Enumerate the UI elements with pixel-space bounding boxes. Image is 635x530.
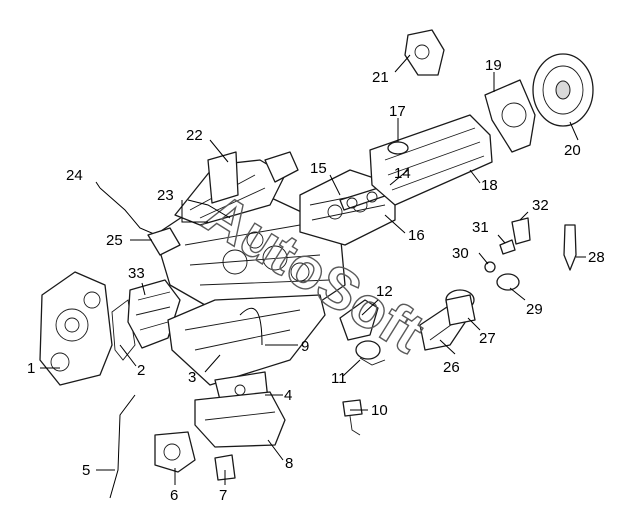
- valve-cover: [369, 114, 493, 206]
- callout-15: 15: [310, 160, 327, 177]
- callout-29: 29: [526, 301, 543, 318]
- callout-9: 9: [301, 338, 309, 355]
- throttle-body: [445, 289, 476, 326]
- knock-sensor: [342, 399, 363, 436]
- callout-24: 24: [66, 167, 83, 184]
- cam-sensor-bracket: [339, 299, 379, 341]
- callout-4: 4: [284, 387, 292, 404]
- callout-7: 7: [219, 487, 227, 504]
- glow-plug: [563, 224, 577, 271]
- fuel-pump: [404, 29, 445, 76]
- callout-10: 10: [371, 402, 388, 419]
- callout-12: 12: [376, 283, 393, 300]
- callout-25: 25: [106, 232, 123, 249]
- callout-20: 20: [564, 142, 581, 159]
- callout-32: 32: [532, 197, 549, 214]
- callout-33: 33: [128, 265, 145, 282]
- rear-seal-housing: [484, 79, 536, 153]
- engine-mount: [214, 454, 236, 481]
- callout-27: 27: [479, 330, 496, 347]
- intake-manifold: [174, 151, 299, 226]
- callout-14: 14: [394, 165, 411, 182]
- callout-23: 23: [157, 187, 174, 204]
- callout-16: 16: [408, 227, 425, 244]
- timing-cover-gasket: [111, 299, 136, 361]
- thermostat-housing: [147, 227, 181, 256]
- callout-22: 22: [186, 127, 203, 144]
- crankshaft-position-sensor: [355, 340, 386, 366]
- oil-pressure-switch: [484, 261, 496, 273]
- leader-lines: [40, 54, 586, 485]
- oil-tube: [239, 307, 263, 346]
- callout-1: 1: [27, 360, 35, 377]
- callout-labels: 1 2 3 4 5 6 7 8 9 10 11 12 14 15 16 17 1…: [27, 57, 605, 504]
- callout-8: 8: [285, 455, 293, 472]
- callout-19: 19: [485, 57, 502, 74]
- callout-6: 6: [170, 487, 178, 504]
- callout-18: 18: [481, 177, 498, 194]
- dipstick-tube: [109, 394, 136, 499]
- callout-21: 21: [372, 69, 389, 86]
- sensor-32: [511, 217, 531, 245]
- callout-30: 30: [452, 245, 469, 262]
- callout-17: 17: [389, 103, 406, 120]
- callout-11: 11: [331, 370, 347, 387]
- callout-28: 28: [588, 249, 605, 266]
- exhaust-manifold: [127, 279, 181, 349]
- oil-pan-lower: [194, 391, 286, 448]
- water-pump: [154, 431, 196, 473]
- callout-5: 5: [82, 462, 90, 479]
- callout-31: 31: [472, 219, 489, 236]
- timing-cover: [39, 271, 113, 386]
- callout-3: 3: [188, 369, 196, 386]
- vacuum-connector: [499, 239, 516, 255]
- callout-26: 26: [443, 359, 460, 376]
- temperature-sender: [496, 273, 520, 291]
- oil-pan-upper: [167, 294, 326, 386]
- callout-2: 2: [137, 362, 145, 379]
- flywheel: [532, 53, 594, 127]
